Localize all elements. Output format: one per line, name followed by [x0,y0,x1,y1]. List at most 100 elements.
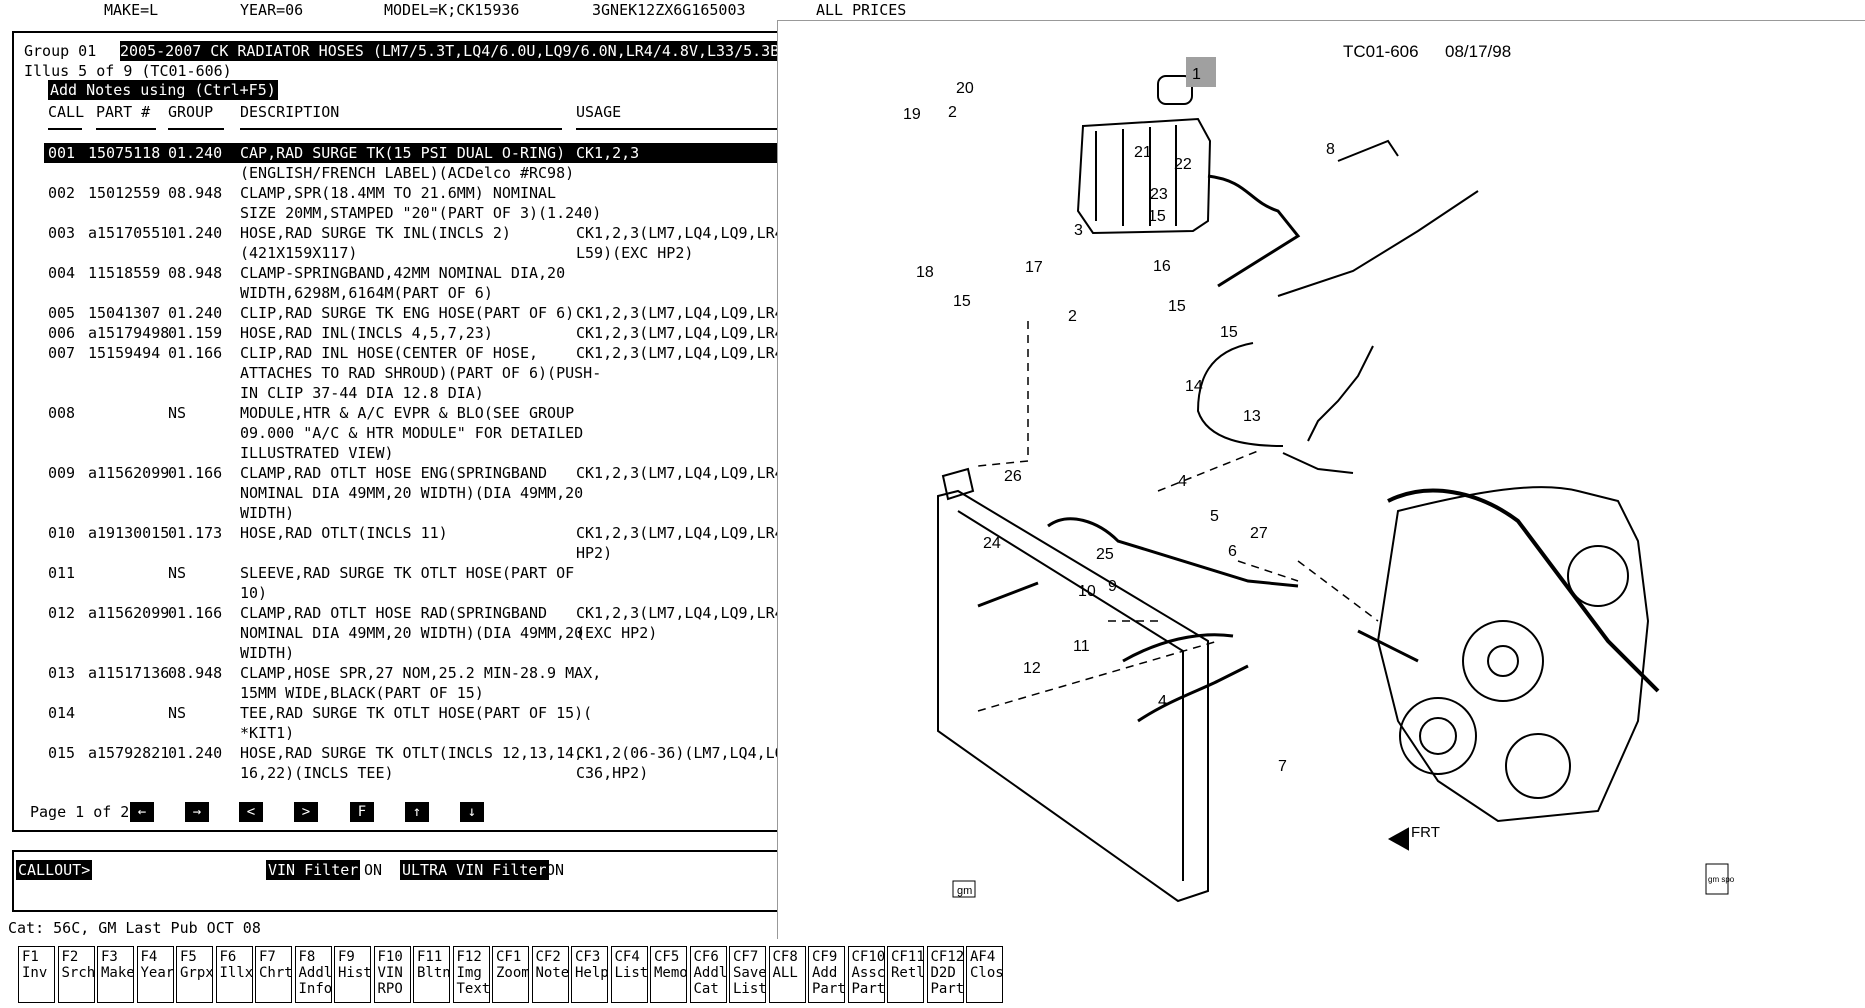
callout-number[interactable]: 17 [1025,259,1043,276]
prev-page-button[interactable]: < [239,802,263,822]
callout-number[interactable]: 14 [1185,378,1203,395]
fkey-label: CF7 [733,949,759,965]
group-code: 01.240 [168,744,223,762]
callout-number[interactable]: 18 [916,264,934,281]
call-number: 010 [48,524,76,542]
callout-number[interactable]: 13 [1243,408,1261,425]
callout-number[interactable]: 4 [1158,693,1167,710]
fkey-label: RPO [377,981,403,997]
callout-number[interactable]: 16 [1153,258,1171,275]
callout-number[interactable]: 11 [1073,638,1090,655]
scroll-down-button[interactable]: ↓ [460,802,484,822]
description-line: CLAMP,HOSE SPR,27 NOM,25.2 MIN-28.9 MAX, [240,664,602,682]
callout-number[interactable]: 15 [953,293,971,310]
callout-input[interactable]: CALLOUT> [16,860,93,880]
callout-number[interactable]: 4 [1178,473,1187,490]
callout-number[interactable]: 21 [1134,144,1152,161]
vin-filter-toggle[interactable]: VIN Filter [266,860,361,880]
callout-number[interactable]: 24 [983,535,1001,552]
callout-number[interactable]: 15 [1148,208,1166,225]
fkey-label: F10 [377,949,403,965]
group-code: 01.166 [168,464,223,482]
fkey-label: F2 [61,949,79,965]
description-line: CLAMP,RAD OTLT HOSE ENG(SPRINGBAND [240,464,548,482]
first-page-button[interactable]: ← [130,802,154,822]
callout-number[interactable]: 23 [1150,186,1168,203]
description-line: CLAMP-SPRINGBAND,42MM NOMINAL DIA,20 [240,264,566,282]
description-line: HOSE,RAD SURGE TK OTLT(INCLS 12,13,14, [240,744,584,762]
usage-line: CK1,2,3(LM7,LQ4,LQ9,LR4,L [576,304,802,322]
group-code: 01.173 [168,524,223,542]
callout-number[interactable]: 20 [956,80,974,97]
part-number: a11517136 [88,664,170,682]
usage-line: L59)(EXC HP2) [576,244,694,262]
callout-number[interactable]: 5 [1210,508,1219,525]
usage-line: CK1,2,3(LM7,LQ4,LQ9,LR4,L [576,344,802,362]
callout-number[interactable]: 22 [1174,156,1192,173]
callout-number[interactable]: 6 [1228,543,1237,560]
call-number: 006 [48,324,76,342]
fkey-label: CF8 [772,949,798,965]
year-field: YEAR=06 [240,1,304,19]
callout-number[interactable]: 8 [1326,141,1335,158]
callout-number[interactable]: 15 [1220,324,1238,341]
fkey-label: F11 [417,949,443,965]
scroll-up-button[interactable]: ↑ [405,802,429,822]
callout-number[interactable]: 2 [948,104,957,121]
group-code: NS [168,564,187,582]
call-number: 012 [48,604,76,622]
callout-number[interactable]: 26 [1004,468,1022,485]
callout-number[interactable]: 3 [1074,222,1083,239]
description-line: 09.000 "A/C & HTR MODULE" FOR DETAILED [240,424,584,442]
call-number: 007 [48,344,76,362]
callout-number[interactable]: 25 [1096,546,1114,563]
header-rule [576,128,780,130]
fkey-label: CF12 [930,949,964,965]
last-page-button[interactable]: → [185,802,209,822]
callout-number[interactable]: 27 [1250,525,1268,542]
usage-line: HP2) [576,544,613,562]
callout-number[interactable]: 12 [1023,660,1041,677]
ultra-vin-filter-toggle[interactable]: ULTRA VIN Filter [400,860,549,880]
callout-number[interactable]: 2 [1068,308,1077,325]
callout-number[interactable]: 19 [903,106,921,123]
callout-number[interactable]: 1 [1192,66,1201,83]
add-notes-hint[interactable]: Add Notes using (Ctrl+F5) [48,80,278,100]
find-button[interactable]: F [350,802,374,822]
callout-number[interactable]: 10 [1078,583,1096,600]
next-page-button[interactable]: > [294,802,318,822]
callout-number[interactable]: 7 [1278,758,1287,775]
fkey-label: Make [101,965,134,981]
call-number: 003 [48,224,76,242]
callout-number[interactable]: 15 [1168,298,1186,315]
callout-number[interactable]: 9 [1108,578,1117,595]
description-line: 15MM WIDE,BLACK(PART OF 15) [240,684,484,702]
fkey-label: VIN [377,965,403,981]
